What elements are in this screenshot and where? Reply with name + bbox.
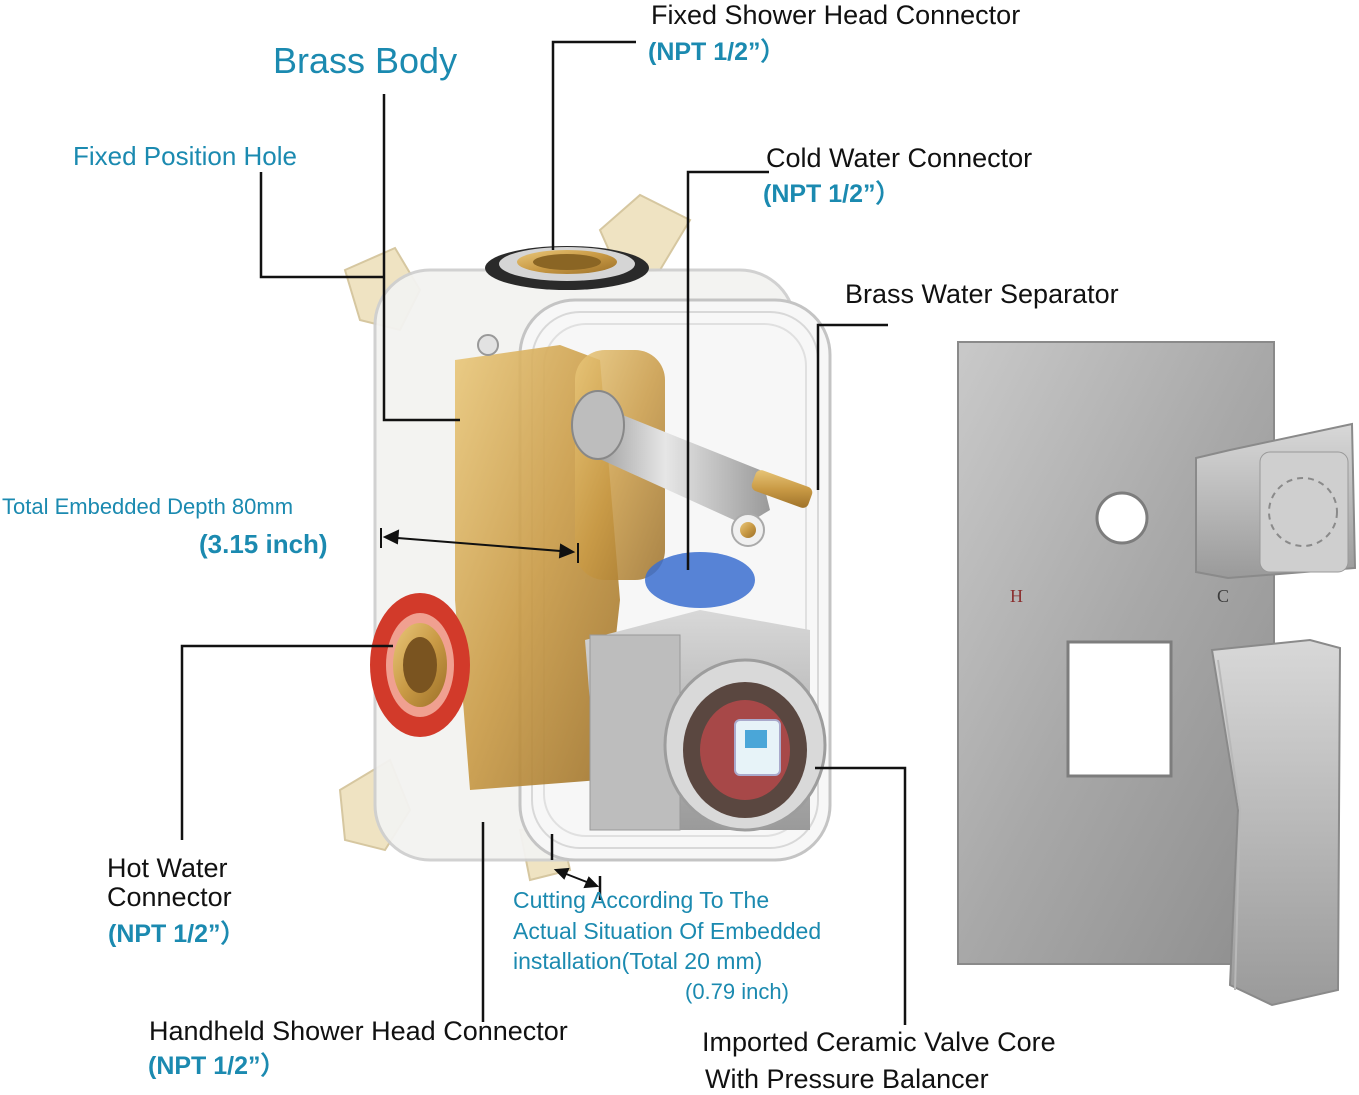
handheld-connector-label: Handheld Shower Head Connector — [149, 1016, 568, 1046]
dimension-arrows — [380, 528, 600, 889]
cutting-label-line1: Cutting According To The — [513, 887, 770, 913]
hot-water-label-line1: Hot Water — [107, 853, 228, 883]
hot-connector-shape — [370, 593, 470, 737]
valve-core-label-line1: Imported Ceramic Valve Core — [702, 1027, 1056, 1057]
total-depth-label: Total Embedded Depth 80mm — [2, 494, 294, 519]
fixed-shower-head-connector-label: Fixed Shower Head Connector — [651, 0, 1021, 30]
fixed-position-hole-label: Fixed Position Hole — [73, 141, 297, 171]
valve-core-label-line2: With Pressure Balancer — [705, 1064, 989, 1094]
plate-cold-mark: C — [1217, 586, 1230, 606]
brass-water-separator-label: Brass Water Separator — [845, 279, 1119, 309]
top-connector-shape — [485, 246, 649, 290]
cold-water-npt-label: (NPT 1/2”） — [763, 180, 901, 208]
hot-water-npt-label: (NPT 1/2”） — [108, 920, 246, 948]
callout-lines — [180, 40, 907, 1025]
cutting-label-line2: Actual Situation Of Embedded — [513, 918, 822, 944]
cold-water-connector-label: Cold Water Connector — [766, 143, 1033, 173]
cutting-inch-label: (0.79 inch) — [685, 979, 789, 1004]
plate-hot-mark: H — [1010, 586, 1023, 606]
cutting-label-line3: installation(Total 20 mm) — [513, 948, 763, 974]
trim-plate-shape — [957, 341, 1357, 1007]
valve-cartridge-shape — [585, 610, 827, 832]
hot-water-label-line2: Connector — [107, 882, 232, 912]
handheld-npt-label: (NPT 1/2”） — [148, 1052, 286, 1080]
brass-body-label: Brass Body — [273, 40, 458, 81]
cold-seal-ring — [645, 552, 755, 608]
fixed-shower-head-npt-label: (NPT 1/2”） — [648, 38, 786, 66]
diverter-stem-shape — [571, 390, 813, 547]
total-depth-inch-label: (3.15 inch) — [199, 529, 328, 559]
